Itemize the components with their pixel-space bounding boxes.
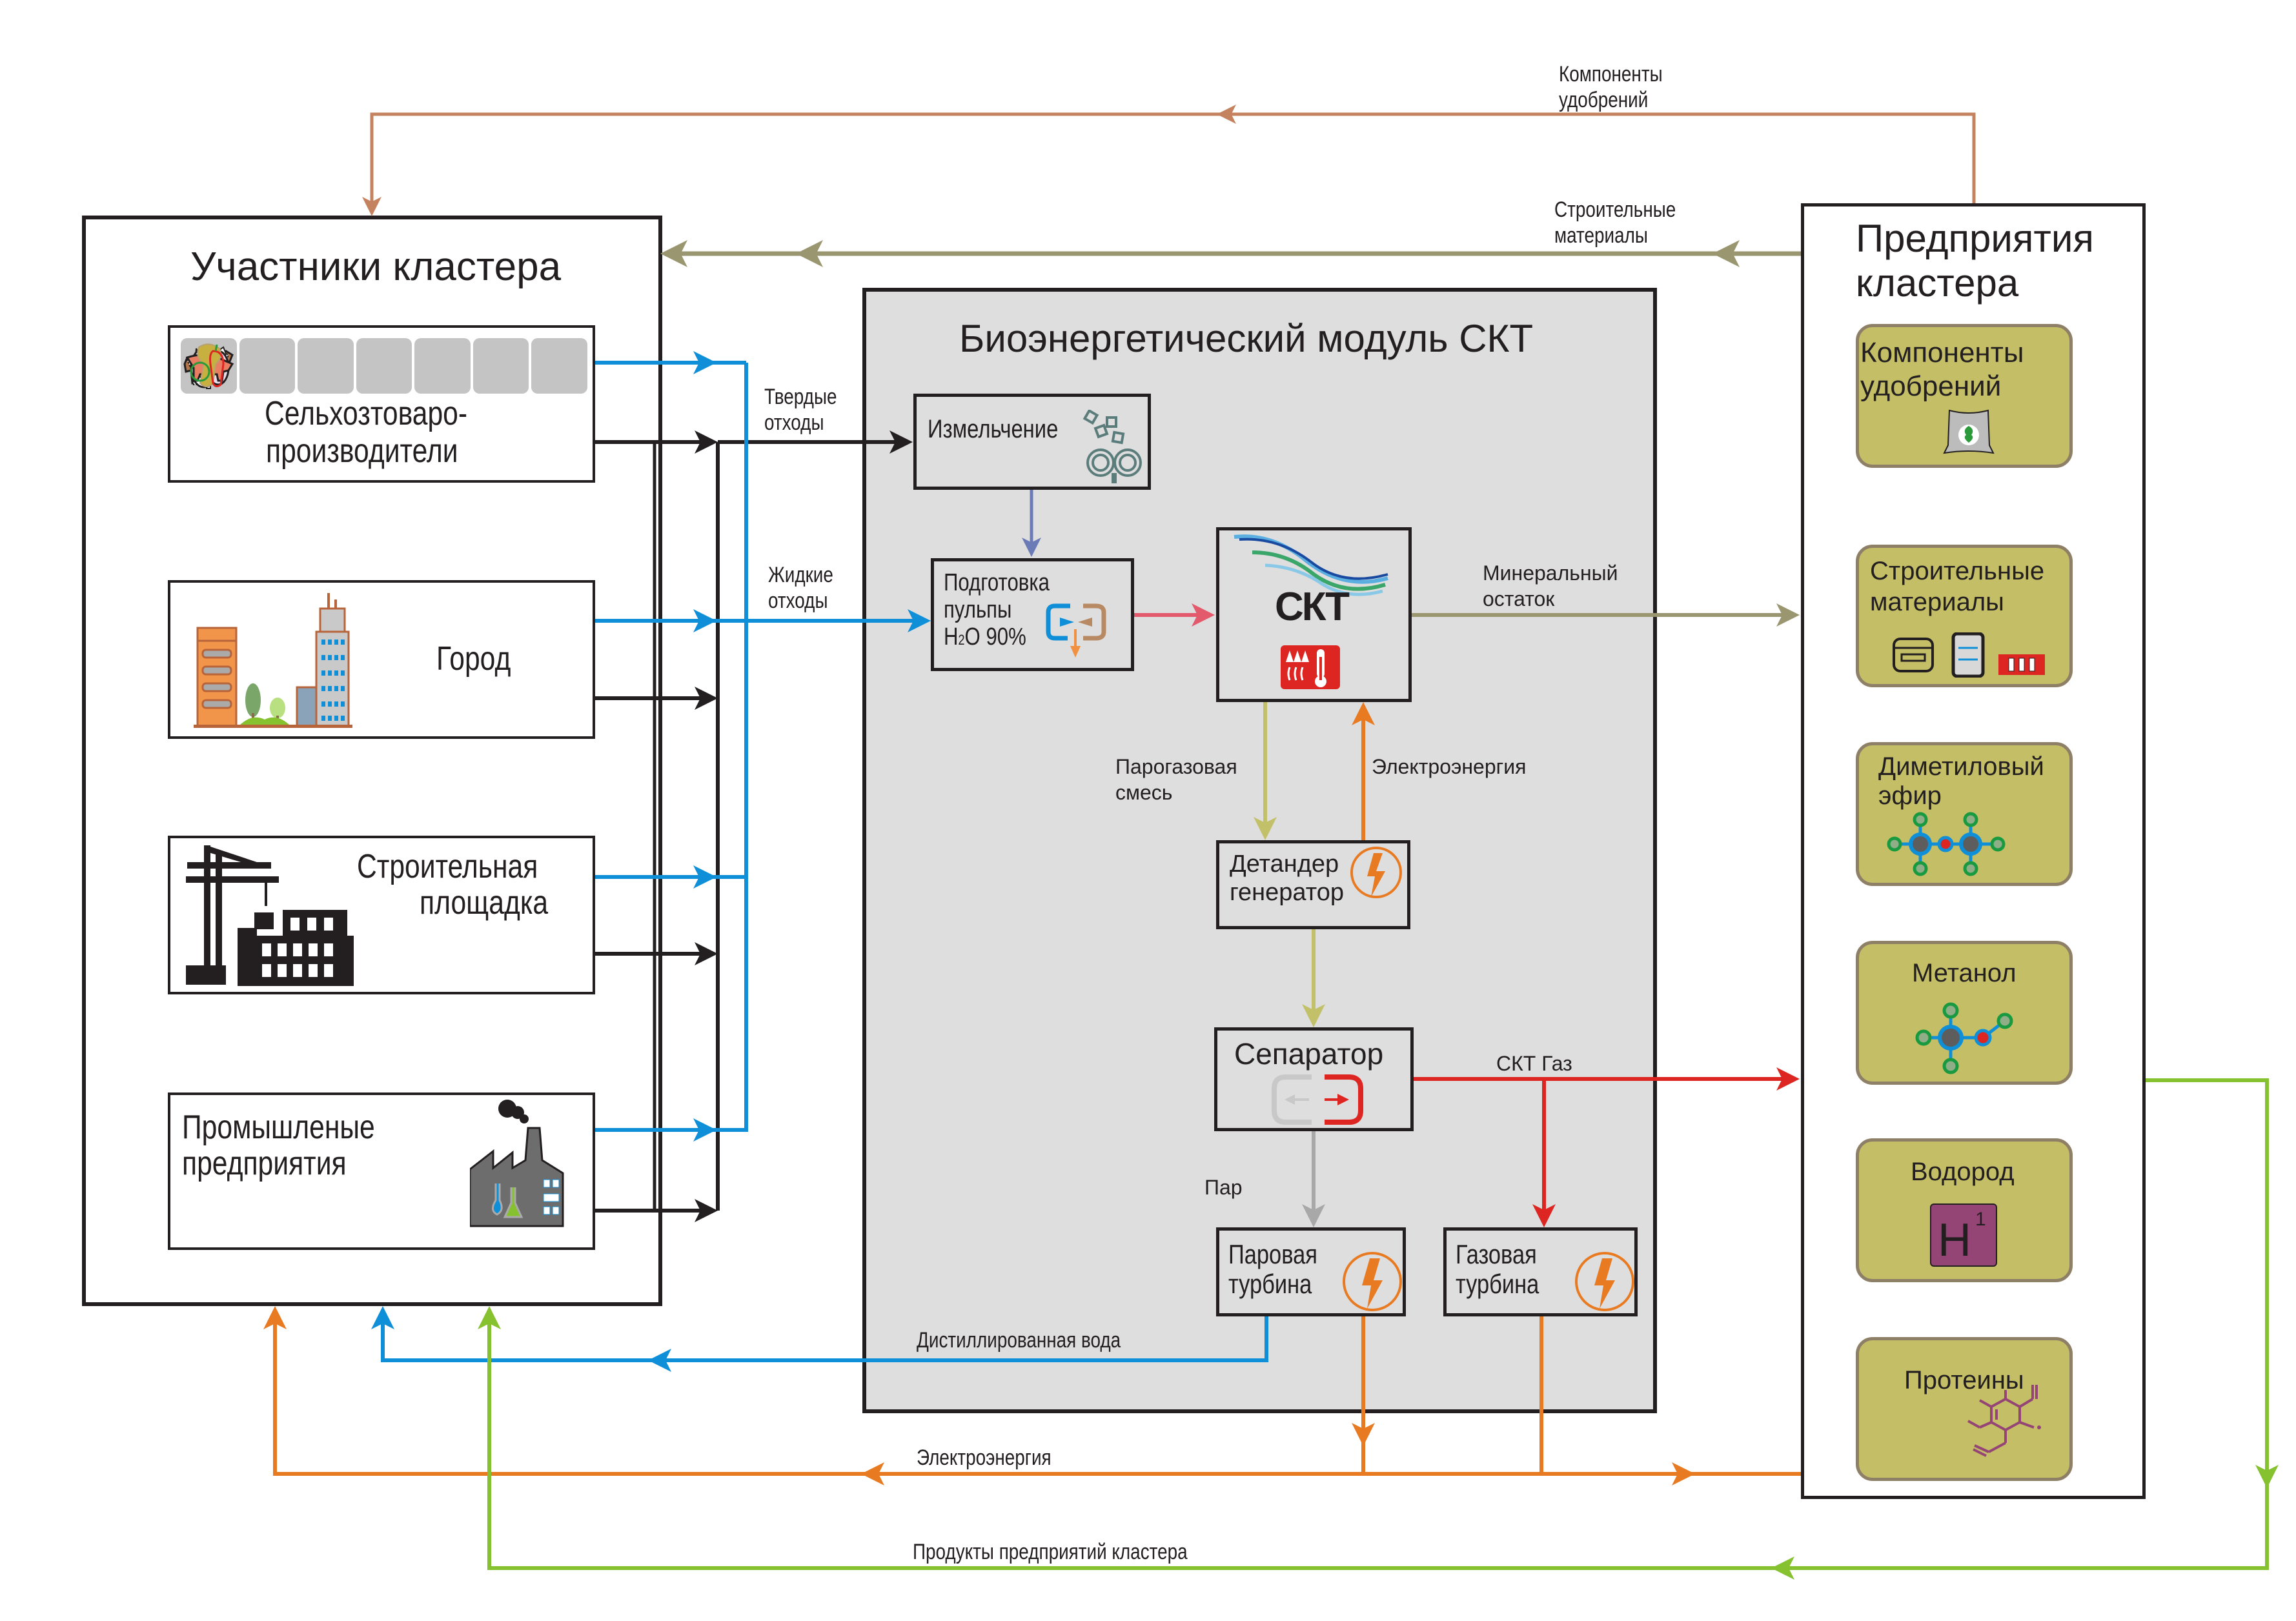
- enterprise-methanol-label: Метанол: [1912, 959, 2017, 987]
- steam-turbine-label-2: турбина: [1228, 1269, 1312, 1299]
- pulp-h: H: [944, 623, 959, 650]
- enterprise-building-label-2: материалы: [1870, 588, 2004, 616]
- flow-solid-waste: [595, 430, 913, 1222]
- label-building-2: материалы: [1554, 223, 1648, 248]
- flow-liquid-waste: [595, 351, 931, 1142]
- fertilizer-bag-icon: [1943, 407, 1995, 458]
- member-construction-label-2: площадка: [420, 884, 549, 921]
- label-cluster-products: Продукты предприятий кластера: [913, 1540, 1188, 1564]
- enterprise-hydrogen-label: Водород: [1911, 1158, 2015, 1186]
- label-fertilizer-2: удобрений: [1559, 88, 1649, 112]
- gas-turbine-label-2: турбина: [1456, 1269, 1539, 1299]
- enterprise-building-label-1: Строительные: [1870, 557, 2045, 585]
- flow-cluster-products: [478, 1078, 2279, 1580]
- lightning-icon: [1350, 847, 1402, 898]
- expander-label-2: генератор: [1230, 879, 1344, 906]
- enterprise-fertilizer-label-1: Компоненты: [1860, 337, 2024, 368]
- label-solid-waste-2: отходы: [764, 410, 824, 435]
- member-construction-label-1: Строительная: [357, 848, 538, 885]
- label-steam-gas-1: Парогазовая: [1115, 755, 1237, 778]
- flow-fertilizer-components: [362, 105, 1976, 216]
- flow-skt-gas: [1414, 1067, 1800, 1227]
- label-electricity-internal: Электроэнергия: [1372, 755, 1527, 778]
- expander-label-1: Детандер: [1230, 851, 1339, 878]
- label-steam-gas-2: смесь: [1115, 781, 1173, 804]
- hydrogen-number: 1: [1975, 1209, 1986, 1230]
- label-liquid-waste-1: Жидкие: [768, 563, 833, 587]
- pulp-label-3: H2O 90%: [944, 623, 1026, 652]
- building-materials-icon: [1891, 632, 2046, 678]
- flow-distilled-water: [371, 1306, 1268, 1362]
- member-city-box[interactable]: [168, 580, 595, 739]
- crane-icon: [181, 845, 374, 987]
- pulp-sub: 2: [958, 632, 965, 648]
- pulp-label-2: пульпы: [944, 596, 1012, 623]
- separator-label: Сепаратор: [1234, 1037, 1384, 1071]
- label-electricity: Электроэнергия: [917, 1445, 1051, 1470]
- enterprises-title-2: кластера: [1856, 261, 2019, 305]
- lightning-icon: [1343, 1252, 1402, 1311]
- skt-logo-icon: [1233, 533, 1394, 604]
- enterprise-fertilizer-label-2: удобрений: [1860, 370, 2002, 402]
- flow-electricity: [263, 1306, 1801, 1485]
- factory-icon: [470, 1097, 573, 1242]
- hydrogen-symbol: H: [1938, 1214, 1971, 1266]
- label-skt-gas: СКТ Газ: [1496, 1052, 1572, 1075]
- skt-box[interactable]: [1216, 527, 1412, 702]
- methanol-molecule-icon: [1911, 994, 2020, 1078]
- mixer-icon: [1044, 603, 1122, 661]
- enterprises-title-1: Предприятия: [1856, 217, 2094, 260]
- label-building-1: Строительные: [1554, 197, 1676, 222]
- pulp-label-1: Подготовка: [944, 569, 1050, 596]
- steam-turbine-label-1: Паровая: [1228, 1239, 1317, 1269]
- bio-module-title: Биоэнергетический модуль СКТ: [959, 317, 1534, 360]
- separator-box[interactable]: [1214, 1027, 1414, 1131]
- participants-title: Участники кластера: [190, 245, 562, 289]
- member-industry-label-2: предприятия: [182, 1145, 347, 1182]
- enterprise-proteins-label: Протеины: [1904, 1366, 2024, 1394]
- lightning-icon: [1575, 1252, 1634, 1311]
- heat-thermometer-icon: [1281, 645, 1340, 689]
- enterprise-methanol[interactable]: [1856, 941, 2073, 1085]
- label-steam: Пар: [1204, 1176, 1243, 1199]
- protein-structure-icon: [1966, 1381, 2056, 1471]
- pulp-prep-box[interactable]: [931, 558, 1134, 671]
- label-mineral-1: Минеральный: [1483, 561, 1618, 585]
- agri-icons: [181, 338, 588, 394]
- city-buildings-icon: [194, 590, 400, 732]
- enterprise-dme-label-2: эфир: [1878, 781, 1942, 810]
- label-mineral-2: остаток: [1483, 587, 1555, 610]
- member-industry-label-1: Промышленые: [182, 1109, 375, 1146]
- label-solid-waste-1: Твердые: [764, 385, 837, 409]
- grinding-label: Измельчение: [928, 415, 1059, 443]
- hydrogen-element-icon: H 1: [1930, 1203, 1997, 1267]
- member-city-label: Город: [436, 640, 511, 678]
- chicken-icon: [194, 338, 354, 394]
- dimethyl-ether-molecule-icon: [1882, 807, 2011, 884]
- grain-icon: [197, 338, 529, 394]
- label-liquid-waste-2: отходы: [768, 589, 828, 613]
- gears-icon: [1081, 410, 1146, 486]
- label-fertilizer-1: Компоненты: [1559, 62, 1663, 86]
- vegetables-icon: [190, 338, 588, 394]
- label-distilled-water: Дистиллированная вода: [917, 1328, 1121, 1353]
- gas-turbine-label-1: Газовая: [1456, 1239, 1537, 1269]
- enterprise-dimethyl-ether[interactable]: [1856, 742, 2073, 886]
- member-agri-label-1: Сельхозтоваро-: [265, 395, 468, 432]
- separator-icon: [1270, 1074, 1367, 1126]
- skt-label: СКТ: [1275, 585, 1350, 629]
- grinding-box[interactable]: [913, 394, 1151, 490]
- member-agri-label-2: производители: [266, 432, 458, 470]
- pulp-post: O 90%: [964, 623, 1026, 650]
- enterprise-dme-label-1: Диметиловый: [1878, 752, 2044, 781]
- enterprise-proteins[interactable]: [1856, 1337, 2073, 1481]
